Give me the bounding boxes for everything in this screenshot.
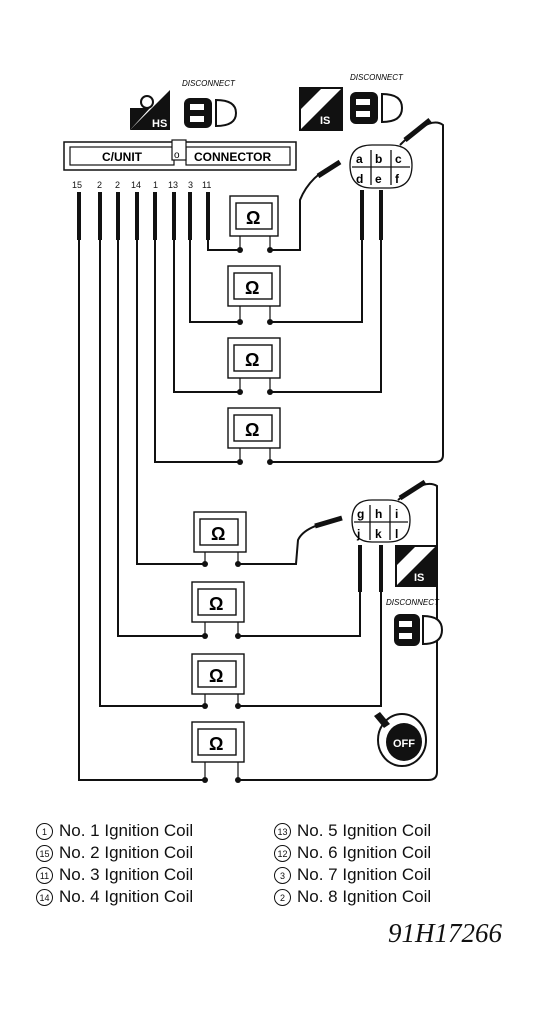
- pin-number: 14: [131, 180, 141, 190]
- legend-text: No. 4 Ignition Coil: [59, 887, 194, 906]
- coil-pin-e: e: [375, 172, 382, 186]
- coil-pin-f: f: [395, 172, 400, 186]
- legend-text: No. 5 Ignition Coil: [297, 821, 432, 840]
- connector-label: CONNECTOR: [194, 150, 271, 164]
- disconnect-plug-icon-2: [350, 92, 404, 124]
- ohm-meter-6: Ω: [209, 594, 223, 614]
- ohm-meter-2: Ω: [245, 278, 259, 298]
- ohm-meter-3: Ω: [245, 350, 259, 370]
- coil-pin-c: c: [395, 152, 402, 166]
- coil-pin-j: j: [356, 527, 360, 541]
- is-label-bottom: IS: [414, 572, 424, 584]
- cunit-label: C/UNIT: [102, 150, 143, 164]
- is-label-top: IS: [320, 115, 330, 127]
- disconnect-label-2: DISCONNECT: [350, 73, 404, 82]
- legend-text: No. 1 Ignition Coil: [59, 821, 194, 840]
- hs-switch-icon: [130, 90, 170, 130]
- ohm-meter-7: Ω: [209, 666, 223, 686]
- legend-text: No. 6 Ignition Coil: [297, 843, 432, 862]
- legend-item: 13 No. 5 Ignition Coil: [274, 821, 431, 841]
- ignition-off-icon: [374, 712, 427, 767]
- coil-pin-b: b: [375, 152, 382, 166]
- ohm-meter-1: Ω: [246, 208, 260, 228]
- legend-number: 12: [274, 845, 291, 863]
- ohm-meter-4: Ω: [245, 420, 259, 440]
- legend-number: 1: [36, 823, 53, 841]
- figure-code: 91H17266: [388, 918, 502, 948]
- ohm-meter-5: Ω: [211, 524, 225, 544]
- coil-pin-i: i: [395, 507, 398, 521]
- pin-number: 1: [153, 180, 158, 190]
- pin-number: 15: [72, 180, 82, 190]
- legend-number: 15: [36, 845, 53, 863]
- pin-number: 3: [188, 180, 193, 190]
- legend-text: No. 3 Ignition Coil: [59, 865, 194, 884]
- legend-item: 12 No. 6 Ignition Coil: [274, 843, 431, 863]
- legend-number: 3: [274, 867, 291, 885]
- legend-text: No. 2 Ignition Coil: [59, 843, 194, 862]
- coil-pin-d: d: [356, 172, 363, 186]
- disconnect-plug-icon: [184, 98, 238, 128]
- coil-pin-l: l: [395, 527, 398, 541]
- pin-number: 2: [115, 180, 120, 190]
- disconnect-plug-icon-3: [394, 614, 444, 646]
- coil-pin-k: k: [375, 527, 382, 541]
- pin-number: 11: [202, 180, 211, 190]
- legend-item: 1 No. 1 Ignition Coil: [36, 821, 193, 841]
- disconnect-label-3: DISCONNECT: [386, 598, 440, 607]
- legend-item: 15 No. 2 Ignition Coil: [36, 843, 193, 863]
- hs-label: HS: [152, 118, 167, 130]
- legend-number: 2: [274, 889, 291, 907]
- legend-item: 3 No. 7 Ignition Coil: [274, 865, 431, 885]
- legend-item: 11 No. 3 Ignition Coil: [36, 865, 193, 885]
- legend-text: No. 8 Ignition Coil: [297, 887, 432, 906]
- coil-pin-h: h: [375, 507, 382, 521]
- is-switch-icon-top: [299, 87, 343, 131]
- coil-pin-a: a: [356, 152, 363, 166]
- legend-number: 11: [36, 867, 53, 885]
- legend-text: No. 7 Ignition Coil: [297, 865, 432, 884]
- pin-number: 13: [168, 180, 178, 190]
- coil-pin-g: g: [357, 507, 364, 521]
- pin-number: 2: [97, 180, 102, 190]
- legend-number: 14: [36, 889, 53, 907]
- disconnect-label-1: DISCONNECT: [182, 79, 236, 88]
- legend-number: 13: [274, 823, 291, 841]
- off-label: OFF: [393, 738, 415, 750]
- connector-latch: o: [174, 150, 180, 161]
- legend-item: 2 No. 8 Ignition Coil: [274, 887, 431, 907]
- ohm-meter-8: Ω: [209, 734, 223, 754]
- is-switch-icon-bottom: [395, 545, 437, 587]
- legend-item: 14 No. 4 Ignition Coil: [36, 887, 193, 907]
